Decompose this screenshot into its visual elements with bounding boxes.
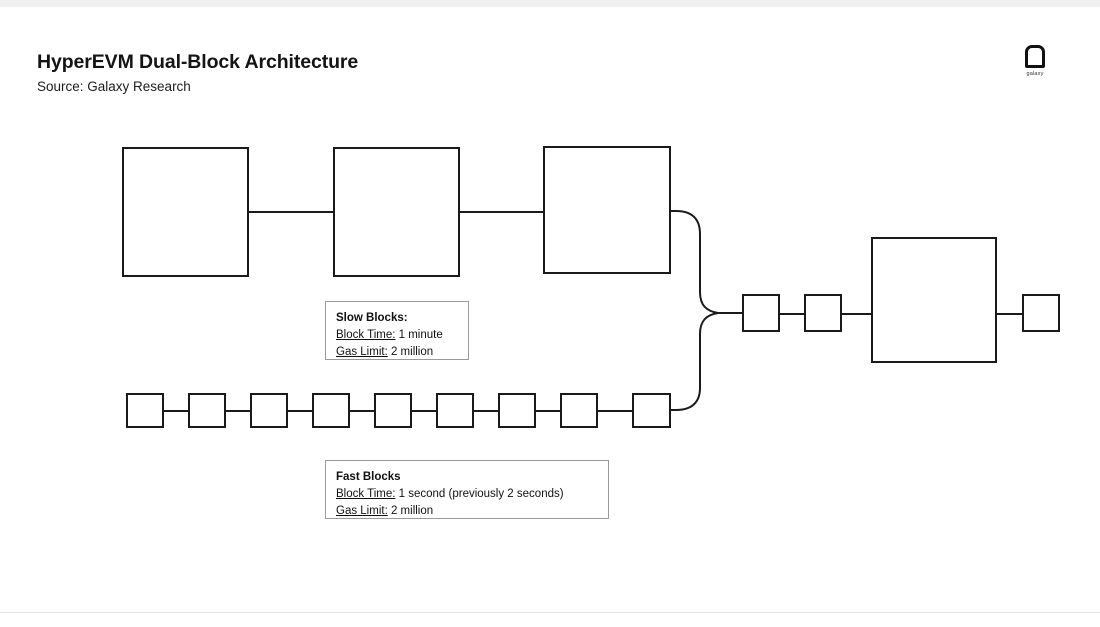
fast-block-5[interactable] — [374, 393, 412, 428]
merged-connector-2 — [842, 313, 871, 315]
fast-block-1[interactable] — [126, 393, 164, 428]
slow-connector-1 — [249, 211, 333, 213]
fast-connector-3 — [288, 410, 312, 412]
fast-block-9[interactable] — [632, 393, 671, 428]
slow-callout-row-2: Gas Limit: 2 million — [336, 344, 458, 361]
merged-block-4[interactable] — [1022, 294, 1060, 332]
top-band — [0, 0, 1100, 7]
fast-connector-5 — [412, 410, 436, 412]
fast-block-4[interactable] — [312, 393, 350, 428]
slow-block-2[interactable] — [333, 147, 460, 277]
galaxy-wordmark: galaxy — [1026, 71, 1044, 77]
galaxy-logo: galaxy — [1018, 45, 1052, 85]
fast-connector-7 — [536, 410, 560, 412]
slow-block-1[interactable] — [122, 147, 249, 277]
fast-callout-row-2: Gas Limit: 2 million — [336, 503, 598, 520]
fast-callout-row-1-value: 1 second (previously 2 seconds) — [398, 487, 564, 500]
slow-callout-row-2-value: 2 million — [390, 345, 434, 358]
slow-block-3[interactable] — [543, 146, 671, 274]
fast-block-8[interactable] — [560, 393, 598, 428]
fast-connector-4 — [350, 410, 374, 412]
fast-callout-row-1-label: Block Time: — [336, 487, 396, 500]
fast-block-7[interactable] — [498, 393, 536, 428]
slow-blocks-callout: Slow Blocks: Block Time: 1 minute Gas Li… — [325, 301, 469, 360]
fast-blocks-callout: Fast Blocks Block Time: 1 second (previo… — [325, 460, 609, 519]
merged-connector-1 — [780, 313, 804, 315]
galaxy-arch-icon — [1025, 45, 1045, 68]
page-title: HyperEVM Dual-Block Architecture — [37, 51, 359, 73]
fast-connector-8 — [598, 410, 632, 412]
fast-callout-row-2-value: 2 million — [390, 504, 434, 517]
fast-connector-2 — [226, 410, 250, 412]
slow-callout-heading: Slow Blocks: — [336, 312, 408, 324]
slow-callout-row-1: Block Time: 1 minute — [336, 327, 458, 344]
fast-callout-heading: Fast Blocks — [336, 471, 401, 483]
fast-connector-6 — [474, 410, 498, 412]
slow-connector-2 — [460, 211, 543, 213]
merged-block-2[interactable] — [804, 294, 842, 332]
fast-callout-row-2-label: Gas Limit: — [336, 504, 388, 517]
fast-block-6[interactable] — [436, 393, 474, 428]
page-subtitle: Source: Galaxy Research — [37, 79, 191, 94]
merged-block-1[interactable] — [742, 294, 780, 332]
fast-block-3[interactable] — [250, 393, 288, 428]
fast-connector-1 — [164, 410, 188, 412]
fast-block-2[interactable] — [188, 393, 226, 428]
merged-block-3[interactable] — [871, 237, 997, 363]
bottom-divider — [0, 612, 1100, 613]
fast-callout-row-1: Block Time: 1 second (previously 2 secon… — [336, 486, 598, 503]
merged-connector-3 — [997, 313, 1022, 315]
slow-callout-row-1-label: Block Time: — [336, 328, 396, 341]
slow-callout-row-1-value: 1 minute — [398, 328, 443, 341]
slow-callout-row-2-label: Gas Limit: — [336, 345, 388, 358]
